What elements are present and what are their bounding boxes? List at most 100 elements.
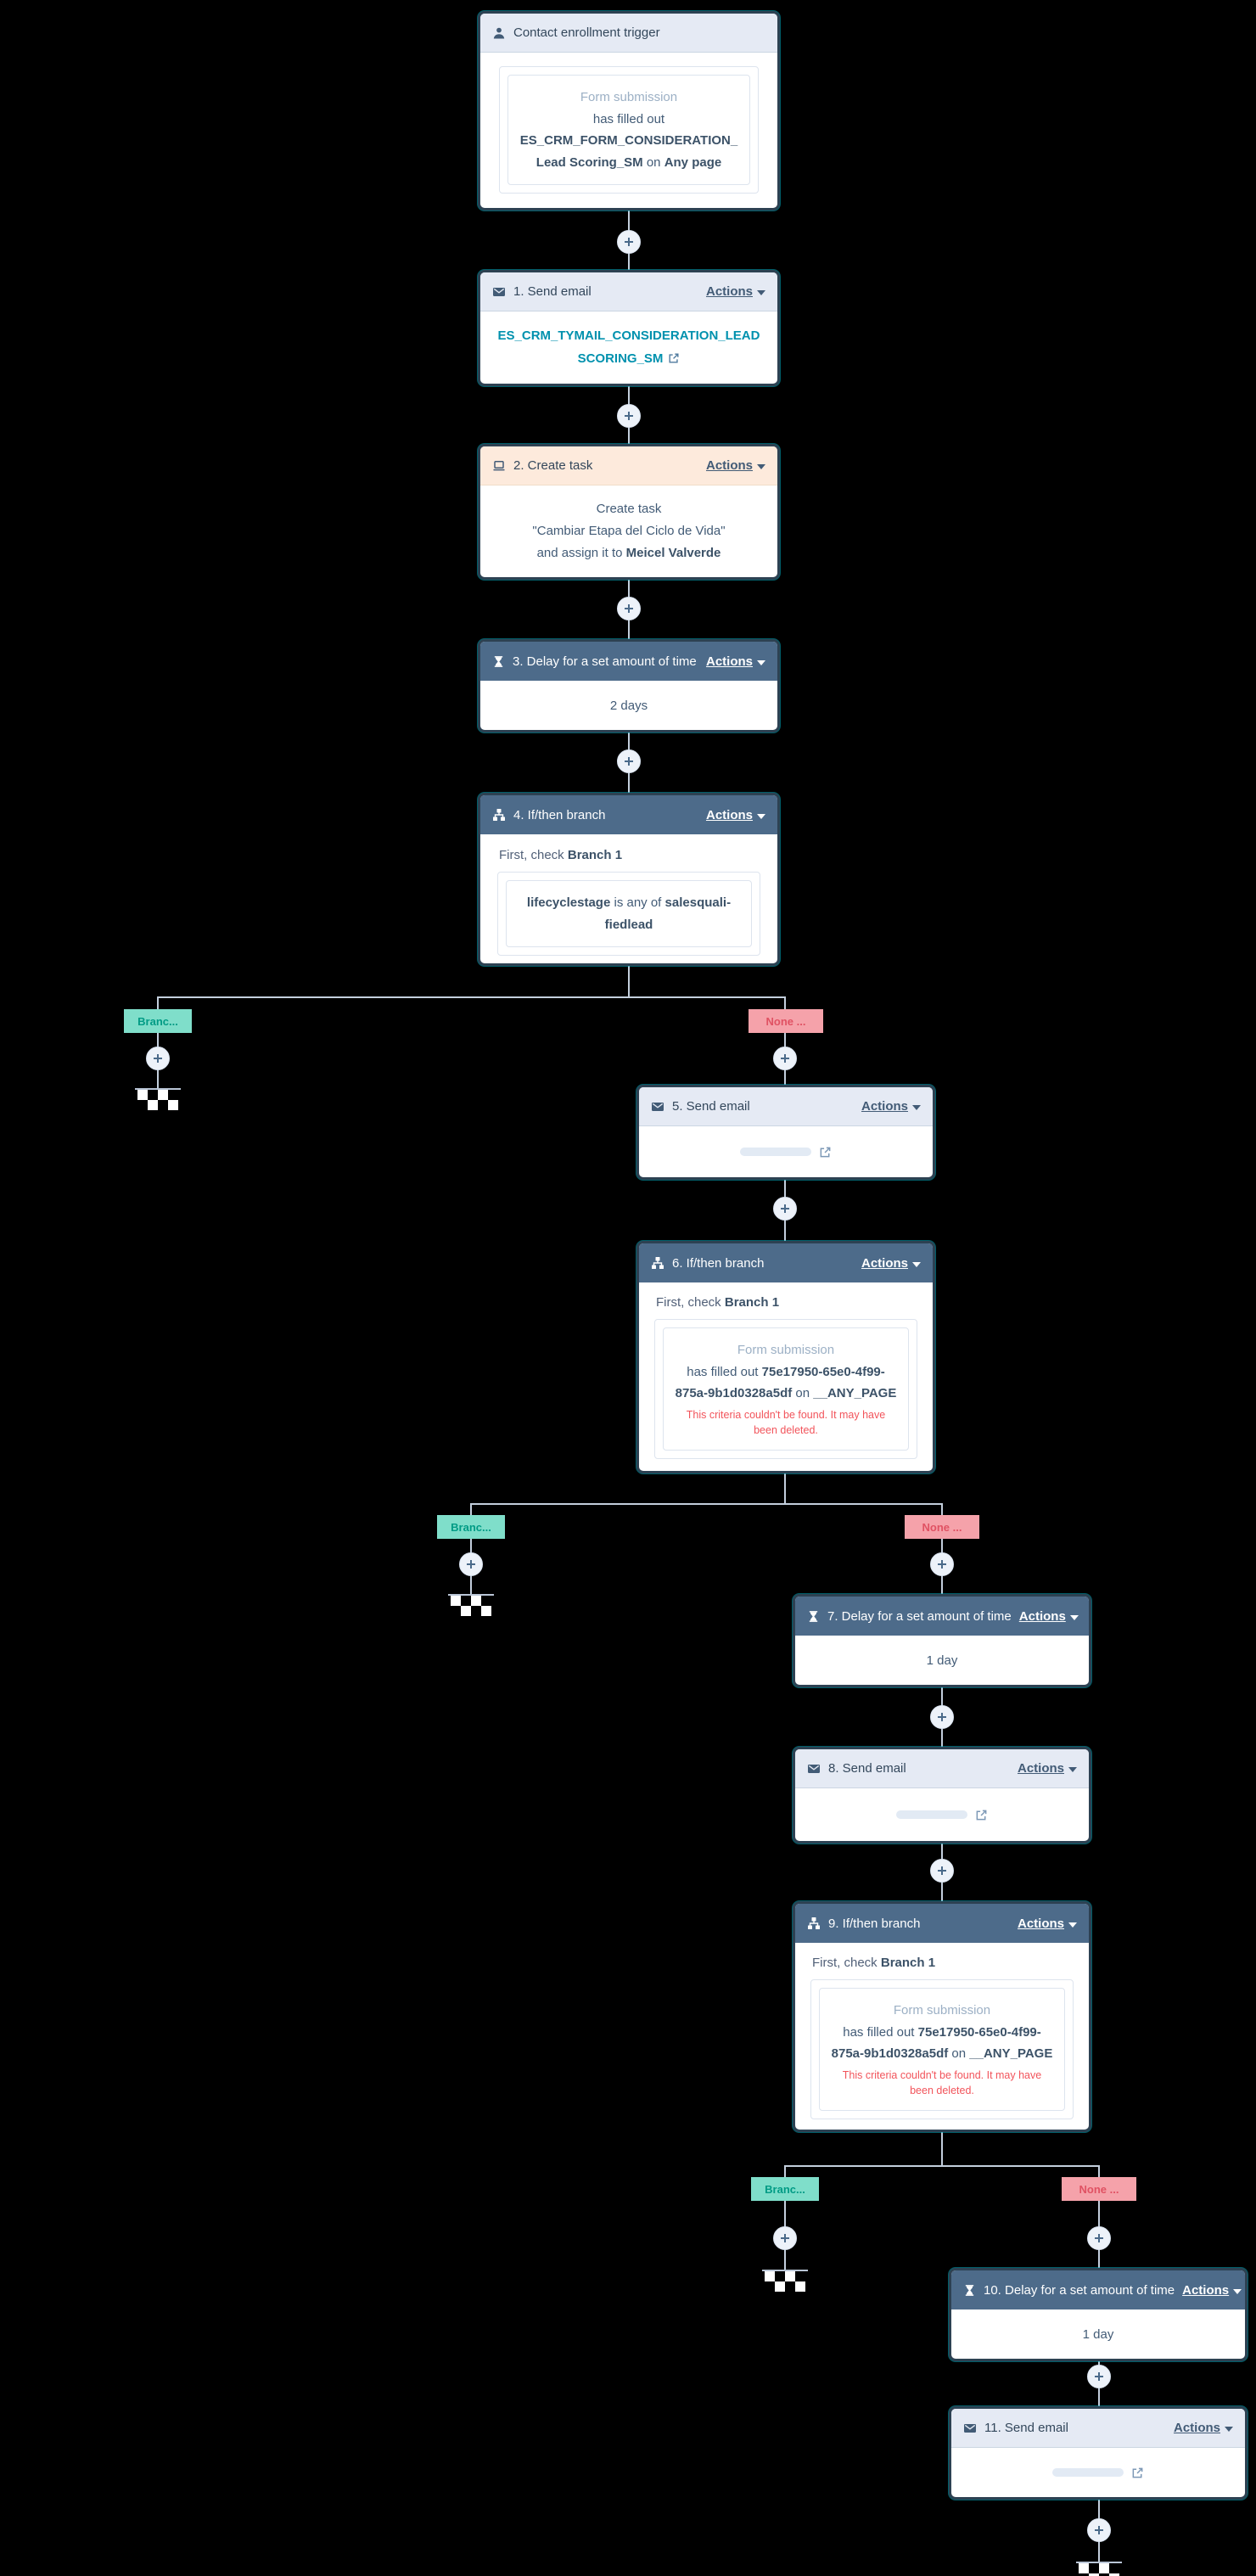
card-header: 3. Delay for a set amount of time Action… bbox=[480, 642, 777, 681]
actions-button[interactable]: Actions bbox=[861, 1099, 921, 1114]
plus-button[interactable] bbox=[773, 2226, 797, 2250]
page-scope: __ANY_PAGE bbox=[813, 1386, 897, 1400]
trigger-card[interactable]: Contact enrollment trigger Form submissi… bbox=[478, 11, 780, 210]
plus-button[interactable] bbox=[930, 1705, 954, 1729]
delay-duration: 1 day bbox=[1082, 2326, 1114, 2342]
card-send-email-5[interactable]: 5. Send email Actions bbox=[636, 1085, 935, 1180]
actions-button[interactable]: Actions bbox=[1018, 1761, 1077, 1776]
plus-button[interactable] bbox=[773, 1197, 797, 1221]
first-check-prefix: First, check bbox=[656, 1295, 721, 1310]
criteria-prefix: has filled out bbox=[843, 2024, 915, 2040]
branch-criteria-box[interactable]: Form submission has filled out 75e17950-… bbox=[654, 1319, 917, 1459]
card-title: 8. Send email bbox=[828, 1761, 906, 1776]
sitemap-icon bbox=[651, 1256, 664, 1270]
criteria-error-text: This criteria couldn't be found. It may … bbox=[842, 2068, 1042, 2097]
caret-down-icon bbox=[1068, 1917, 1077, 1931]
end-flag-icon bbox=[762, 2270, 808, 2292]
caret-down-icon bbox=[1069, 1609, 1079, 1624]
actions-button[interactable]: Actions bbox=[706, 808, 765, 822]
branch-label-branch-3[interactable]: Branc... bbox=[751, 2177, 819, 2201]
criteria-error-text: This criteria couldn't be found. It may … bbox=[686, 1408, 886, 1437]
criteria-type-label: Form submission bbox=[737, 1343, 835, 1357]
criteria-type-label: Form submission bbox=[893, 2003, 991, 2018]
branch-label-branch-1[interactable]: Branc... bbox=[124, 1009, 192, 1033]
branch-label-branch-2[interactable]: Branc... bbox=[437, 1515, 505, 1539]
branch-label-none-1[interactable]: None ... bbox=[749, 1009, 823, 1033]
plus-button[interactable] bbox=[773, 1047, 797, 1070]
plus-button[interactable] bbox=[1087, 2226, 1111, 2250]
trigger-title: Contact enrollment trigger bbox=[513, 25, 660, 40]
card-header: 8. Send email Actions bbox=[795, 1749, 1089, 1788]
card-title: 9. If/then branch bbox=[828, 1916, 921, 1931]
connector-line bbox=[1098, 2165, 1100, 2177]
assign-prefix: and assign it to bbox=[536, 546, 623, 561]
sitemap-icon bbox=[492, 808, 506, 822]
plus-button[interactable] bbox=[617, 404, 641, 428]
card-delay-3[interactable]: 3. Delay for a set amount of time Action… bbox=[478, 639, 780, 732]
card-create-task-2[interactable]: 2. Create task Actions Create task "Camb… bbox=[478, 444, 780, 580]
card-delay-10[interactable]: 10. Delay for a set amount of time Actio… bbox=[949, 2268, 1248, 2361]
card-delay-7[interactable]: 7. Delay for a set amount of time Action… bbox=[793, 1594, 1091, 1687]
actions-button[interactable]: Actions bbox=[706, 654, 765, 669]
laptop-icon bbox=[492, 459, 506, 473]
actions-button[interactable]: Actions bbox=[1182, 2283, 1242, 2298]
actions-button[interactable]: Actions bbox=[1018, 1917, 1077, 1931]
connector-line bbox=[784, 996, 786, 1009]
external-link-icon[interactable] bbox=[975, 1809, 988, 1821]
card-send-email-11[interactable]: 11. Send email Actions bbox=[949, 2406, 1248, 2500]
actions-button[interactable]: Actions bbox=[1019, 1609, 1079, 1624]
task-name: "Cambiar Etapa del Ciclo de Vida" bbox=[532, 523, 726, 538]
plus-button[interactable] bbox=[617, 749, 641, 773]
card-if-then-4[interactable]: 4. If/then branch Actions First, check B… bbox=[478, 793, 780, 966]
plus-button[interactable] bbox=[1087, 2365, 1111, 2388]
sitemap-icon bbox=[807, 1917, 821, 1930]
card-if-then-9[interactable]: 9. If/then branch Actions First, check B… bbox=[793, 1901, 1091, 2132]
plus-button[interactable] bbox=[930, 1859, 954, 1883]
card-title: 1. Send email bbox=[513, 284, 592, 299]
hourglass-icon bbox=[807, 1610, 820, 1623]
actions-button[interactable]: Actions bbox=[706, 458, 765, 473]
plus-button[interactable] bbox=[146, 1047, 170, 1070]
external-link-icon[interactable] bbox=[1131, 2467, 1144, 2479]
actions-button[interactable]: Actions bbox=[1174, 2421, 1233, 2435]
plus-button[interactable] bbox=[1087, 2518, 1111, 2542]
task-line: Create task bbox=[596, 501, 662, 516]
skeleton-email-placeholder bbox=[1052, 2468, 1124, 2477]
envelope-icon bbox=[807, 1762, 821, 1776]
branch-criteria-box[interactable]: Form submission has filled out 75e17950-… bbox=[810, 1979, 1074, 2119]
card-send-email-1[interactable]: 1. Send email Actions ES_CRM_TYMAIL_CONS… bbox=[478, 270, 780, 386]
first-check-prefix: First, check bbox=[499, 848, 564, 862]
form-id: 75e17950-65e0-4f99-875a-9b1d0328a5df bbox=[831, 2024, 1041, 2062]
actions-button[interactable]: Actions bbox=[861, 1256, 921, 1271]
enrollment-criteria-box[interactable]: Form submission has filled out ES_CRM_FO… bbox=[499, 66, 759, 194]
card-title: 4. If/then branch bbox=[513, 807, 606, 822]
card-header: 9. If/then branch Actions bbox=[795, 1904, 1089, 1943]
criteria-property: lifecyclestage bbox=[526, 895, 611, 910]
branch-label-none-3[interactable]: None ... bbox=[1062, 2177, 1136, 2201]
criteria-prefix: has filled out bbox=[592, 111, 665, 126]
card-header: 1. Send email Actions bbox=[480, 272, 777, 311]
plus-button[interactable] bbox=[617, 597, 641, 620]
end-flag-icon bbox=[1076, 2562, 1122, 2576]
external-link-icon[interactable] bbox=[819, 1146, 832, 1159]
card-title: 7. Delay for a set amount of time bbox=[827, 1608, 1012, 1624]
connector-line bbox=[157, 996, 786, 998]
plus-button[interactable] bbox=[617, 230, 641, 254]
envelope-icon bbox=[963, 2422, 977, 2435]
actions-button[interactable]: Actions bbox=[706, 284, 765, 299]
branch-criteria-box[interactable]: lifecyclestage is any of salesquali-fied… bbox=[497, 872, 760, 956]
plus-button[interactable] bbox=[459, 1552, 483, 1576]
plus-button[interactable] bbox=[930, 1552, 954, 1576]
page-scope: __ANY_PAGE bbox=[969, 2046, 1053, 2061]
card-header: 2. Create task Actions bbox=[480, 446, 777, 485]
caret-down-icon bbox=[1225, 2421, 1233, 2435]
branch-label-none-2[interactable]: None ... bbox=[905, 1515, 979, 1539]
caret-down-icon bbox=[757, 458, 765, 473]
caret-down-icon bbox=[912, 1099, 921, 1114]
envelope-icon bbox=[492, 285, 506, 299]
card-if-then-6[interactable]: 6. If/then branch Actions First, check B… bbox=[636, 1241, 935, 1473]
card-send-email-8[interactable]: 8. Send email Actions bbox=[793, 1747, 1091, 1844]
connector-line bbox=[157, 996, 159, 1009]
delay-duration: 1 day bbox=[926, 1653, 958, 1668]
email-link[interactable]: ES_CRM_TYMAIL_CONSIDERATION_LEAD SCORING… bbox=[494, 324, 764, 372]
